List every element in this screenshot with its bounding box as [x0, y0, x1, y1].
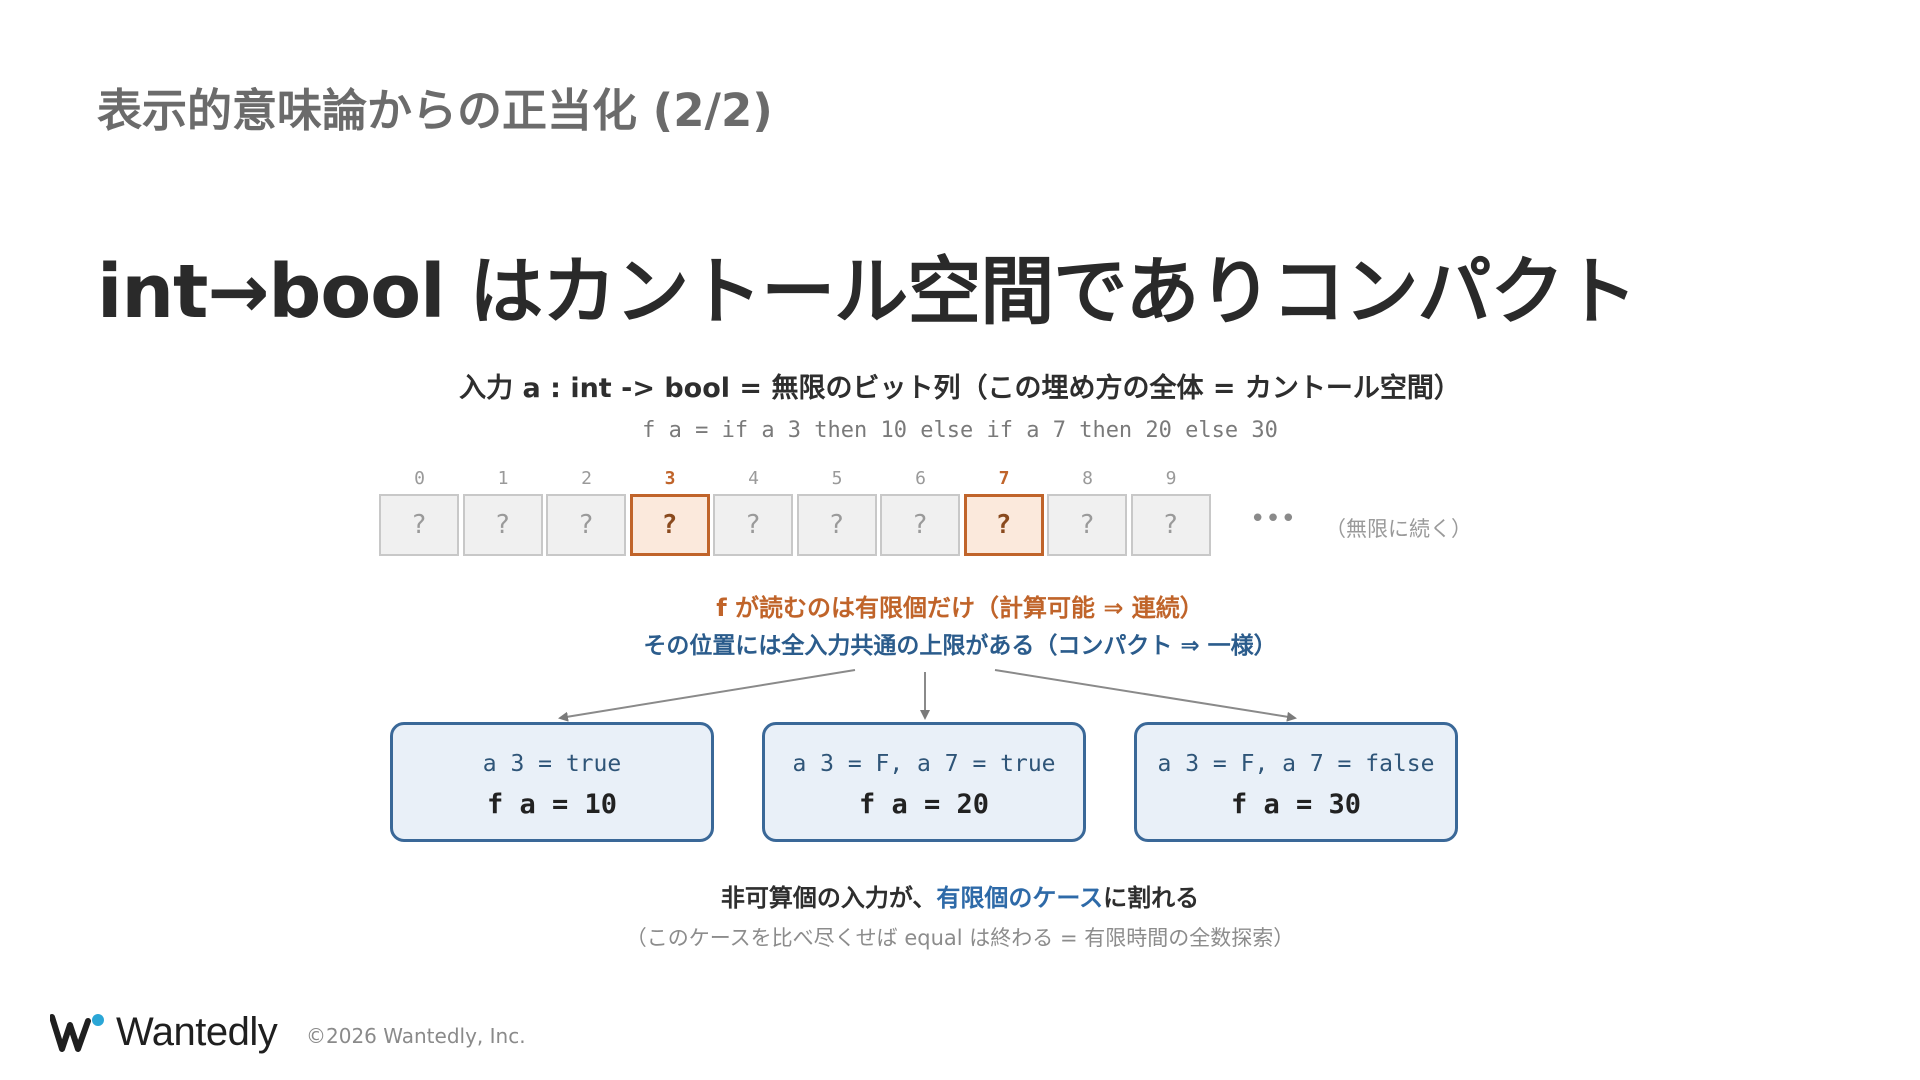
case-box-3: a 3 = F, a 7 = false f a = 30 — [1134, 722, 1458, 842]
case-condition: a 3 = F, a 7 = true — [792, 751, 1056, 777]
summary-suffix: に割れる — [1103, 884, 1200, 912]
arrow-right — [994, 669, 1297, 722]
summary-prefix: 非可算個の入力が、 — [720, 884, 937, 912]
bit-cell-read: ? — [629, 494, 710, 556]
bit-cell: ? — [462, 494, 543, 556]
arrow-left — [558, 669, 856, 722]
input-description: 入力 a : int -> bool = 無限のビット列（この埋め方の全体 = … — [459, 373, 1461, 404]
bit-index: 0 — [414, 468, 425, 489]
bit-cell: ? — [1047, 494, 1127, 556]
bit-index: 2 — [581, 468, 592, 489]
logo-text: Wantedly — [116, 1010, 278, 1054]
case-result: f a = 20 — [858, 789, 990, 820]
summary-accent: 有限個のケース — [936, 884, 1104, 912]
bit-cell-read: ? — [963, 494, 1044, 556]
infinite-note: （無限に続く） — [1325, 517, 1472, 541]
bit-cell: ? — [880, 494, 960, 556]
bit-index: 1 — [497, 468, 509, 489]
case-condition: a 3 = F, a 7 = false — [1157, 751, 1435, 777]
bit-index: 4 — [748, 468, 759, 489]
bit-cell: ? — [796, 494, 877, 556]
summary-line: 非可算個の入力が、有限個のケースに割れる — [0, 878, 1920, 913]
summary-note: （このケースを比べ尽くせば equal は終わる = 有限時間の全数探索） — [625, 926, 1295, 950]
bit-cell: ? — [379, 494, 459, 556]
case-box-2: a 3 = F, a 7 = true f a = 20 — [762, 722, 1086, 842]
compact-note: その位置には全入力共通の上限がある（コンパクト ⇒ 一様） — [643, 633, 1277, 659]
case-condition: a 3 = true — [482, 751, 622, 777]
ellipsis: ••• — [1250, 504, 1297, 534]
copyright: ©2026 Wantedly, Inc. — [306, 1024, 526, 1048]
bit-cell: ? — [713, 494, 793, 556]
slide-headline: int→bool はカントール空間でありコンパクト — [97, 249, 1637, 335]
case-result: f a = 10 — [486, 789, 618, 820]
bit-index: 9 — [1165, 468, 1177, 489]
wantedly-logo: Wantedly — [50, 1010, 278, 1055]
section-title: 表示的意味論からの正当化 (2/2) — [97, 84, 773, 137]
case-box-1: a 3 = true f a = 10 — [390, 722, 714, 842]
bit-index: 8 — [1082, 468, 1093, 489]
finite-read-note: f が読むのは有限個だけ（計算可能 ⇒ 連続） — [716, 594, 1204, 622]
bit-index: 3 — [664, 468, 676, 489]
function-definition: f a = if a 3 then 10 else if a 7 then 20… — [642, 418, 1278, 443]
case-result: f a = 30 — [1230, 789, 1362, 820]
bit-index: 5 — [831, 468, 843, 489]
bit-index: 7 — [998, 468, 1010, 489]
bit-cell: ? — [1130, 494, 1211, 556]
wantedly-w-mark-icon — [50, 1013, 104, 1052]
bit-index: 6 — [915, 468, 926, 489]
bit-cell: ? — [546, 494, 626, 556]
